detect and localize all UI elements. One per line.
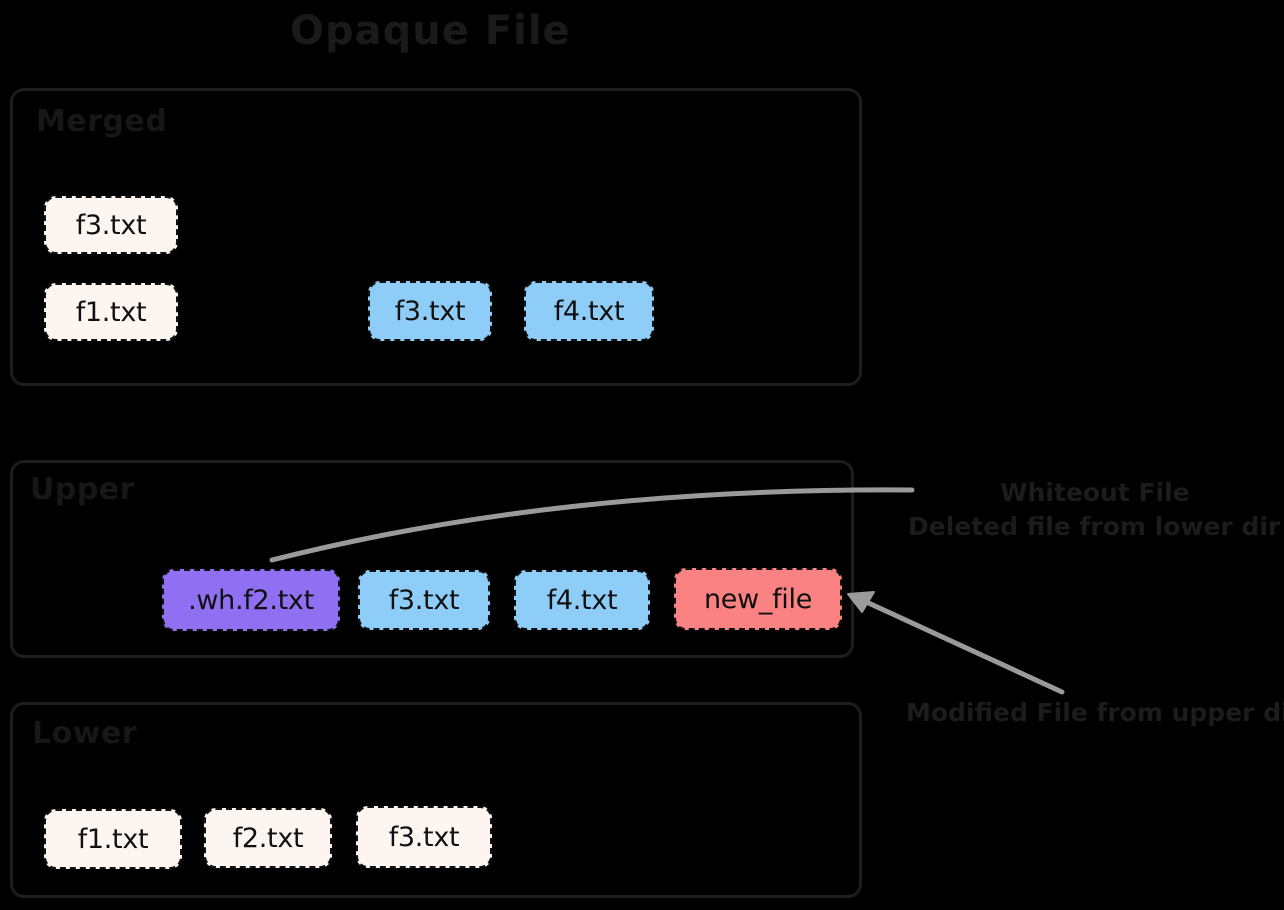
page-title: Opaque File [290,8,571,54]
layer-label-merged: Merged [36,104,168,139]
annotation-whiteout-title: Whiteout File [1000,478,1190,507]
connector-modified-line [859,597,1065,695]
file-chip[interactable]: f2.txt [204,808,332,868]
file-chip[interactable]: f1.txt [44,283,178,341]
file-chip-whiteout[interactable]: .wh.f2.txt [162,569,340,631]
file-chip[interactable]: f4.txt [524,281,654,341]
file-chip[interactable]: f3.txt [44,196,178,254]
layer-label-upper: Upper [30,472,135,507]
file-chip[interactable]: f3.txt [356,806,492,868]
layer-container-merged [10,88,862,386]
layer-label-lower: Lower [32,716,138,751]
file-chip[interactable]: f3.txt [358,570,490,630]
layer-container-lower [10,702,862,898]
file-chip[interactable]: f3.txt [368,281,492,341]
file-chip[interactable]: f1.txt [44,809,182,869]
file-chip-new[interactable]: new_file [674,568,842,630]
annotation-modified-file: Modified File from upper dir [906,698,1284,727]
file-chip[interactable]: f4.txt [514,570,650,630]
annotation-whiteout-description: Deleted file from lower dir [908,512,1281,541]
